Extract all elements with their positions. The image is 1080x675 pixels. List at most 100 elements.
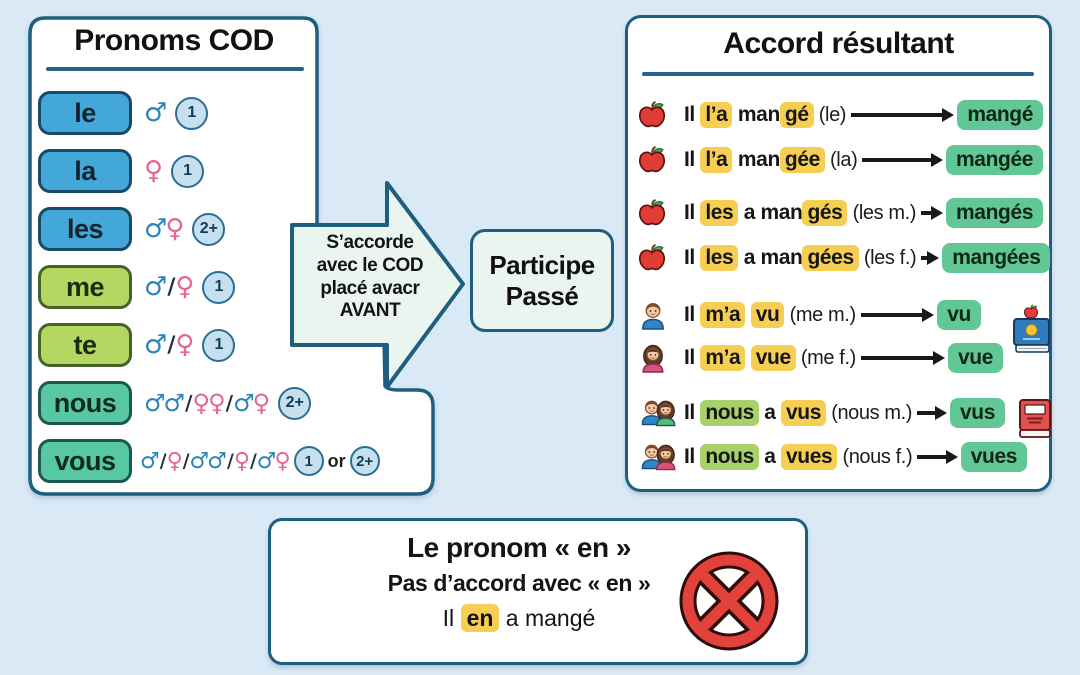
apple-icon xyxy=(637,100,684,130)
arrow-note-line: placé avacr xyxy=(320,277,420,299)
pronoun-row-les: les ♂♀2+ xyxy=(38,200,380,258)
participle-box: Participe Passé xyxy=(470,229,614,332)
female-icon: ♀ xyxy=(175,330,195,360)
arrow-connector xyxy=(917,450,958,464)
title-underline xyxy=(46,67,304,71)
agreement-row: Il nous a vus (nous m.)vus xyxy=(637,393,1043,433)
example-text: Il xyxy=(684,401,701,424)
male-icon: ♂ xyxy=(144,330,168,360)
participle-box-line: Passé xyxy=(505,280,579,311)
example-text xyxy=(745,346,750,370)
highlighted-word: l’a xyxy=(700,102,733,128)
count-badges: 1 xyxy=(202,328,236,362)
highlighted-word: m’a xyxy=(700,302,746,328)
separator: / xyxy=(185,391,193,415)
count-badge: 1 xyxy=(202,328,236,362)
apple-icon xyxy=(637,243,684,273)
apple-icon xyxy=(637,145,684,175)
arrow-connector xyxy=(860,308,935,322)
arrow-connector xyxy=(860,351,945,365)
pronoun-row-te: te♂/♀1 xyxy=(38,316,380,374)
example-text: a mangé xyxy=(499,605,596,631)
gender-symbols: ♂♀ xyxy=(144,214,185,244)
result-participle: mangées xyxy=(942,243,1051,273)
count-badge: 1 xyxy=(175,96,209,130)
gender-symbols: ♂ xyxy=(144,98,168,128)
gender-symbols: ♂/♀ xyxy=(144,330,195,360)
pronoun-pill: vous xyxy=(38,439,132,483)
female-icon: ♀ xyxy=(233,448,250,474)
highlighted-word: nous xyxy=(700,444,759,470)
male-icon: ♂ xyxy=(144,272,168,302)
result-participle: vue xyxy=(948,343,1003,373)
example-text: Il xyxy=(684,148,701,171)
result-participle: vus xyxy=(950,398,1005,428)
example-text: Il xyxy=(684,303,701,326)
apple-icon xyxy=(637,198,684,228)
gender-symbols: ♀ xyxy=(144,156,163,186)
female-icon: ♀ xyxy=(274,448,291,474)
male-icon: ♂ xyxy=(207,448,227,474)
highlighted-word: vus xyxy=(781,400,827,426)
highlighted-word: l’a xyxy=(700,147,733,173)
count-badge: 2+ xyxy=(192,212,226,246)
agreement-row: Il m’a vu (me m.)vu xyxy=(637,295,1043,335)
arrow-connector xyxy=(851,108,955,122)
highlighted-word: en xyxy=(460,604,500,632)
agreement-row: Il nous a vues (nous f.)vues xyxy=(637,437,1043,477)
no-entry-icon xyxy=(679,551,779,651)
count-badges: 1 xyxy=(171,154,205,188)
example-text: a xyxy=(758,445,782,468)
male-icon: ♂ xyxy=(233,389,255,417)
count-badges: 1 xyxy=(202,270,236,304)
arrow-note: S’accorde avec le COD placé avacr AVANT xyxy=(296,232,444,323)
count-badges: 2+ xyxy=(278,386,312,420)
pair-pink-icon xyxy=(637,441,684,473)
count-badge: 2+ xyxy=(349,446,380,476)
separator: / xyxy=(167,332,176,358)
result-participle: mangée xyxy=(946,145,1043,175)
separator: / xyxy=(167,274,176,300)
male-icon: ♂ xyxy=(144,389,166,417)
example-text xyxy=(745,303,750,327)
pronoun-row-la: la♀1 xyxy=(38,142,380,200)
male-icon: ♂ xyxy=(256,448,277,474)
male-icon: ♂ xyxy=(144,98,168,128)
male-icon: ♂ xyxy=(140,448,160,474)
separator: / xyxy=(182,450,190,472)
result-participle: vu xyxy=(937,300,981,330)
result-participle: mangés xyxy=(946,198,1043,228)
highlighted-word: gés xyxy=(802,200,848,226)
female-icon: ♀ xyxy=(208,389,226,417)
participle-box-line: Participe xyxy=(489,249,595,280)
female-icon: ♀ xyxy=(165,214,185,244)
female-icon: ♀ xyxy=(192,389,211,417)
highlighted-word: gées xyxy=(802,245,859,271)
count-badges: 2+ xyxy=(192,212,226,246)
highlighted-word: vu xyxy=(750,302,785,328)
example-text: (me m.) xyxy=(784,303,856,326)
highlighted-word: les xyxy=(700,200,739,226)
highlighted-word: gée xyxy=(779,147,825,173)
pronoun-row-me: me♂/♀1 xyxy=(38,258,380,316)
arrow-note-line: AVANT xyxy=(339,300,401,322)
en-title: Le pronom « en » xyxy=(407,532,631,563)
example-text: (nous f.) xyxy=(837,445,913,468)
gender-symbols: ♂/♀/♂♂/♀/♂♀ xyxy=(140,448,291,474)
en-panel-text: Le pronom « en » Pas d’accord avec « en … xyxy=(299,532,739,632)
highlighted-word: nous xyxy=(700,400,759,426)
example-text: a man xyxy=(738,246,803,269)
pronoun-row-nous: nous♂♂/♀♀/♂♀2+ xyxy=(38,374,380,432)
pronoun-pill: me xyxy=(38,265,132,309)
arrow-connector xyxy=(862,153,944,167)
example-text: man xyxy=(732,103,780,126)
count-badge: 1 xyxy=(293,446,324,476)
example-text: (la) xyxy=(824,148,858,171)
pronoun-pill: les xyxy=(38,207,132,251)
arrow-connector xyxy=(921,206,944,220)
